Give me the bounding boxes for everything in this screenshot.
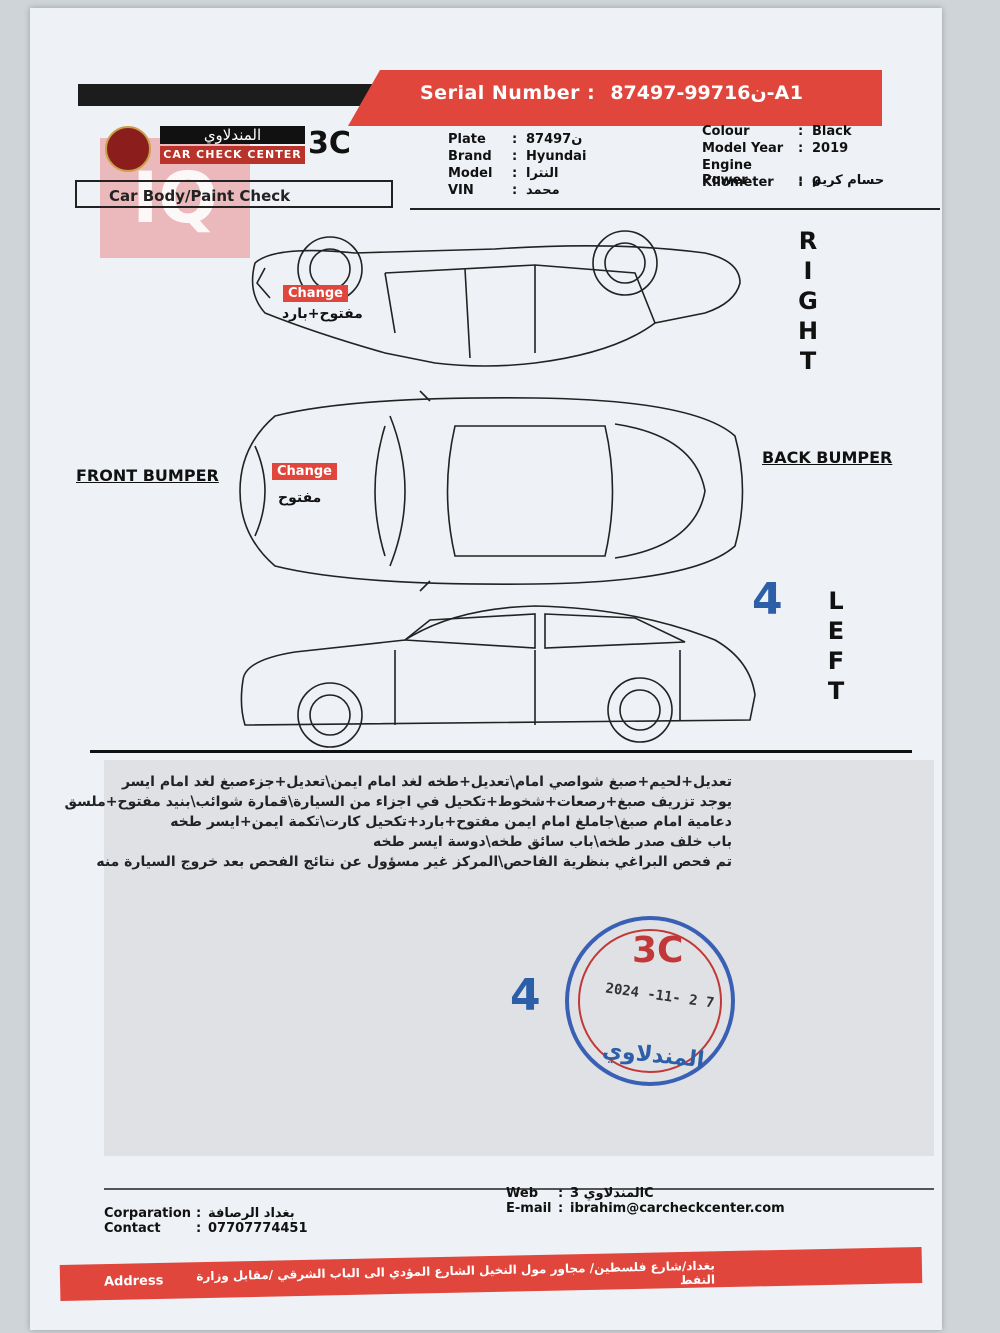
- info-row: Plate:ن87497: [448, 132, 583, 147]
- email-link[interactable]: ibrahim@carcheckcenter.com: [570, 1201, 785, 1216]
- info-row: VIN:محمد: [448, 183, 560, 198]
- serial-number: Serial Number : ن99716-87497-A1: [420, 82, 811, 104]
- footer-rule: [104, 1188, 934, 1190]
- stamp-ring: [578, 929, 722, 1073]
- car-left-side-diagram: [240, 605, 756, 748]
- diagram-divider: [90, 750, 912, 753]
- info-row: Engine Power:حسام كريم: [702, 158, 885, 188]
- note-line: تعديل+لحيم+صبغ شواصي امام\تعديل+طخه لغد …: [121, 774, 732, 790]
- info-row: Kilometer:0: [702, 175, 822, 190]
- info-row: Brand:Hyundai: [448, 149, 587, 164]
- info-row: Model:النترا: [448, 166, 559, 181]
- back-bumper-label: BACK BUMPER: [762, 448, 893, 467]
- car-right-side-diagram: [251, 230, 741, 367]
- info-row: Colour:Black: [702, 124, 852, 139]
- note-line: دعامية امام صبغ\جاملغ امام ايمن مفتوح+با…: [170, 814, 732, 830]
- serial-label: Serial Number :: [420, 82, 596, 104]
- info-row: Model Year:2019: [702, 141, 849, 156]
- address-label: Address: [103, 1273, 164, 1290]
- change-tag: Change: [272, 463, 337, 480]
- vehicle-info-right: Colour:Black Model Year:2019 Engine Powe…: [702, 124, 884, 192]
- logo-arabic: المندلاوي: [160, 126, 305, 144]
- header-rule: [410, 208, 940, 210]
- stamp: [565, 916, 735, 1086]
- section-title: Car Body/Paint Check: [75, 180, 393, 208]
- change-tag: Change: [283, 285, 348, 302]
- logo-english: CAR CHECK CENTER: [160, 146, 305, 164]
- inspection-notes: تعديل+لحيم+صبغ شواصي امام\تعديل+طخه لغد …: [64, 772, 732, 872]
- note-line: باب خلف صدر طخه\باب سائق طخه\دوسة ايسر ط…: [372, 834, 732, 850]
- serial-value: ن99716-87497-A1: [610, 82, 804, 104]
- vehicle-info-left: Plate:ن87497 Brand:Hyundai Model:النترا …: [448, 132, 586, 200]
- car-top-diagram: [239, 390, 744, 592]
- header-black-bar: [78, 84, 378, 106]
- handwritten-4: 4: [752, 574, 783, 625]
- note-line: تم فحص البراغي بنظرية الفاحص\المركز غير …: [96, 854, 732, 870]
- notes-area: [104, 760, 934, 1156]
- footer-left: Corparation:بغداد الرصافة Contact:077077…: [104, 1206, 308, 1236]
- damage-note: مفتوح+بارد: [282, 306, 363, 322]
- front-bumper-label: FRONT BUMPER: [76, 466, 219, 485]
- footer-right: Web:المندلاوي 3C E-mail:ibrahim@carcheck…: [506, 1186, 785, 1216]
- handwritten-4: 4: [510, 970, 541, 1021]
- serial-bar: [348, 70, 882, 126]
- logo-emblem-icon: [105, 126, 151, 172]
- logo-3c: 3C: [308, 126, 351, 161]
- note-line: يوجد تزريف صبغ+رصعات+شخوط+تكحيل في اجزاء…: [64, 794, 732, 810]
- stamp-3c: 3C: [632, 930, 684, 971]
- inspection-sheet: Serial Number : ن99716-87497-A1 IQ المند…: [30, 8, 942, 1330]
- damage-note: مفتوح: [278, 490, 322, 506]
